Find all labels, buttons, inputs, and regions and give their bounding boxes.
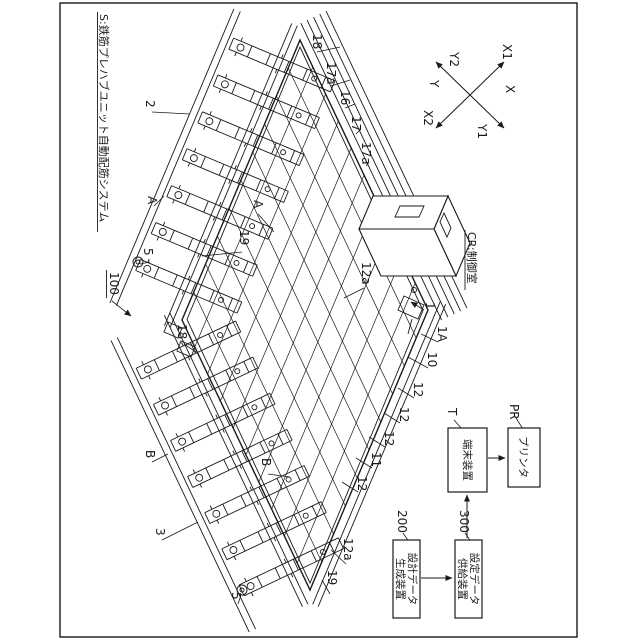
terminal-device-box (447, 427, 488, 493)
setting-data-supply-box (454, 539, 483, 619)
rails-bottom-left (110, 312, 309, 633)
design-box-line1: 設計データ (406, 553, 419, 606)
ref-printer-pr: PR (507, 404, 521, 420)
ref-bar-12-2: 12 (397, 407, 411, 422)
ref-bar-12-3: 12 (382, 431, 396, 446)
machine-row-b (134, 317, 346, 600)
wire-feeder-top-hub (135, 259, 141, 265)
figure-border (59, 2, 578, 638)
wire-feeder-bottom (236, 584, 248, 596)
axis-label-x1: X1 (500, 44, 514, 60)
ref-rail-17: 17 (349, 116, 363, 131)
design-data-generator-box (392, 539, 421, 619)
axis-label-x2: X2 (421, 110, 435, 126)
axis-label-y: Y (427, 79, 441, 88)
ref-feeder-bottom: 5 (229, 592, 243, 600)
ref-rail-19-top: 19 (237, 230, 251, 245)
ref-machine-a-2: A (251, 200, 265, 209)
reference-labels: 2 A A 5 19 18 18 17a 16 17 17a 12a 1 1A … (141, 34, 449, 600)
printer-box-label: プリンタ (517, 436, 529, 478)
gantry-machine-b (185, 425, 295, 492)
control-room-wall-side (358, 195, 449, 230)
ref-rail-17a-upper: 17a (324, 62, 338, 85)
gantry-machine-b (168, 389, 278, 456)
system-ref-100: 100 (107, 272, 121, 295)
ref-unit-10: 10 (425, 352, 439, 367)
rebar-mat (181, 38, 429, 592)
ref-300: 300 (457, 510, 471, 533)
rails-bottom-right (312, 301, 447, 607)
ref-feeder-top: 5 (141, 248, 155, 256)
gantry-machine-a (180, 144, 291, 207)
control-room-window (394, 205, 425, 218)
ref-machine-a-1: A (145, 196, 159, 205)
gantry-machine-b (151, 353, 261, 420)
operator-head (411, 287, 417, 293)
ref-unit-1a: 1A (435, 326, 449, 343)
ref-rail-16: 16 (338, 90, 352, 105)
axis-arm-x2 (435, 94, 471, 129)
control-room (358, 194, 471, 335)
control-room-caption: CR:制御室 (465, 232, 479, 284)
axis-label-y2: Y2 (447, 51, 461, 67)
rails-top-left (109, 8, 298, 329)
axis-arm-x1 (469, 61, 505, 96)
axis-label-y1: Y1 (475, 123, 489, 139)
design-box-line2: 生成装置 (394, 558, 407, 600)
ref-bar-11: 11 (369, 452, 383, 467)
axis-label-x: X (503, 85, 517, 93)
ref-mesh-12a-lower: 12a (341, 538, 355, 561)
gantry-machine-a (133, 255, 244, 318)
supply-box-line1: 設定データ (468, 553, 481, 606)
ref-row-b: 3 (153, 528, 167, 536)
console-stand (407, 318, 413, 335)
gantry-machine-a (195, 107, 306, 170)
control-room-roof-hatch (439, 211, 452, 239)
ref-machine-b-2: B (259, 458, 273, 466)
ref-rail-18-top: 18 (310, 34, 324, 49)
axis-indicator: Y2 X1 Y X X2 Y1 (421, 44, 517, 139)
ref-mesh-12a-upper: 12a (359, 262, 373, 285)
flow-chart: 設計データ 生成装置 設定データ 供給装置 端末装置 プリンタ 200 300 … (392, 404, 541, 619)
ref-unit-1: 1 (423, 302, 437, 310)
machine-row-a (132, 34, 337, 318)
printer-box (507, 427, 541, 488)
figure-title: S:鉄筋プレハブユニット自動配筋システム (97, 14, 111, 222)
mat-grid-lines (193, 66, 417, 564)
ref-row-a: 2 (143, 100, 157, 108)
axis-arm-y2 (435, 61, 471, 96)
ref-rail-18-left: 18 (175, 324, 189, 339)
ref-terminal-t: T (445, 407, 459, 416)
rail-truck-cluster (163, 321, 196, 358)
ref-bar-12-1: 12 (411, 382, 425, 397)
gantry-machine-b (202, 461, 312, 528)
axis-arm-y1 (469, 94, 505, 129)
wire-feeder-top (132, 256, 144, 268)
ref-rail-17a-lower: 17a (359, 142, 373, 165)
terminal-box-label: 端末装置 (461, 439, 474, 481)
ref-rail-19-bottom: 19 (325, 570, 339, 585)
ref-machine-b-1: B (143, 450, 157, 458)
wire-feeder-bottom-hub (239, 587, 245, 593)
ref-200: 200 (395, 510, 409, 533)
supply-box-line2: 供給装置 (456, 558, 469, 600)
ref-bar-12-4: 12 (355, 476, 369, 491)
gantry-machine-b (219, 497, 329, 564)
captions: S:鉄筋プレハブユニット自動配筋システム 100 CR:制御室 (97, 12, 479, 298)
